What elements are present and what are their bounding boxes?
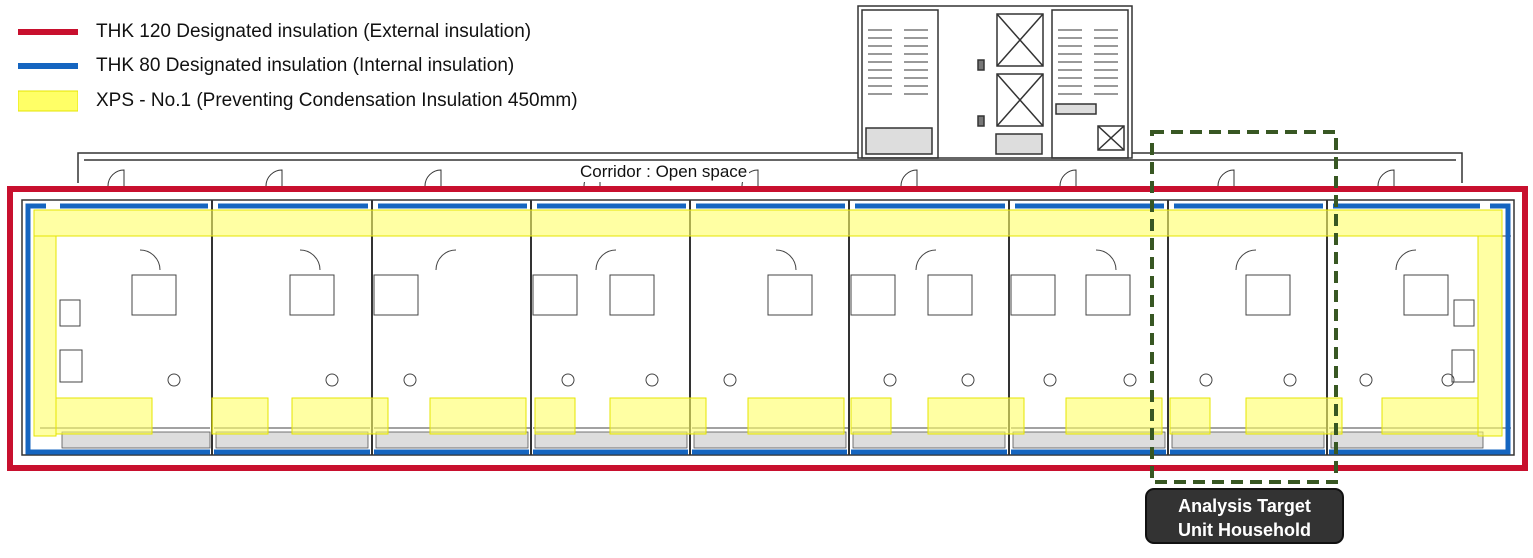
stair-treads bbox=[868, 29, 1118, 95]
xps-insulation bbox=[33, 209, 1503, 437]
yellow-box-swatch bbox=[18, 90, 78, 112]
target-label-line2: Unit Household bbox=[1178, 520, 1311, 540]
corridor-label: Corridor : Open space bbox=[578, 162, 750, 182]
blue-line-swatch bbox=[18, 63, 78, 69]
analysis-target-box bbox=[1150, 130, 1338, 484]
red-line-swatch bbox=[18, 29, 78, 35]
legend-label: XPS - No.1 (Preventing Condensation Insu… bbox=[96, 90, 578, 111]
balcony-tiles bbox=[61, 431, 1484, 449]
legend-item-external: THK 120 Designated insulation (External … bbox=[18, 19, 531, 45]
legend-label: THK 120 Designated insulation (External … bbox=[96, 21, 532, 42]
legend-item-xps: XPS - No.1 (Preventing Condensation Insu… bbox=[18, 88, 578, 114]
analysis-target-label: Analysis Target Unit Household bbox=[1145, 488, 1344, 544]
corridor-doors bbox=[107, 169, 1395, 187]
internal-insulation bbox=[25, 203, 1511, 455]
stair-elevator-core bbox=[857, 5, 1133, 159]
building-inner-wall bbox=[21, 199, 1515, 456]
target-label-line1: Analysis Target bbox=[1178, 496, 1311, 516]
corridor bbox=[77, 152, 1463, 183]
external-insulation-outline bbox=[7, 186, 1528, 471]
legend-item-internal: THK 80 Designated insulation (Internal i… bbox=[18, 53, 514, 79]
legend-label: THK 80 Designated insulation (Internal i… bbox=[96, 55, 515, 76]
